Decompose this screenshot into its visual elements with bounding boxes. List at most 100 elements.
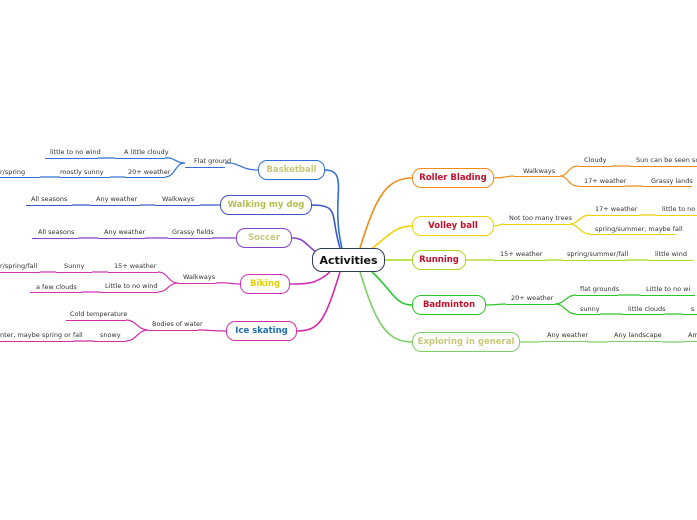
label-sc-grassy[interactable]: Grassy fields (172, 228, 214, 236)
underline (66, 320, 126, 322)
underline (622, 314, 665, 316)
underline (506, 304, 555, 306)
underline (682, 314, 697, 316)
label-bb-wind[interactable]: little to no wind (50, 148, 101, 156)
label-is-snowy[interactable]: snowy (100, 331, 121, 339)
label-rb-grassy[interactable]: Grassy lands (651, 177, 693, 185)
label-sc-weather[interactable]: Any weather (104, 228, 146, 236)
topic-soccer[interactable]: Soccer (236, 228, 292, 248)
label-wd-walkways[interactable]: Walkways (162, 195, 195, 203)
underline (640, 295, 695, 297)
underline (514, 176, 560, 178)
underline (148, 330, 198, 332)
underline (590, 215, 640, 217)
underline (576, 314, 600, 316)
label-vb-season[interactable]: spring/summer, maybe fall (595, 225, 683, 233)
underline (26, 205, 72, 207)
label-bk-wind[interactable]: Little to no wind (105, 282, 158, 290)
label-rn-15[interactable]: 15+ weather (500, 250, 543, 258)
link-rollerblading (359, 177, 413, 249)
label-bb-20[interactable]: 20+ weather (128, 168, 171, 176)
label-bd-flat[interactable]: flat grounds (580, 285, 620, 293)
label-bd-clouds[interactable]: little clouds (628, 305, 666, 313)
topic-iceskating[interactable]: Ice skating (226, 321, 297, 341)
label-bb-flat-ground[interactable]: Flat ground (194, 157, 232, 165)
label-rb-17[interactable]: 17+ weather (584, 177, 627, 185)
label-rb-cloudy[interactable]: Cloudy (584, 156, 607, 164)
underline (94, 341, 126, 343)
label-bd-s[interactable]: s (691, 305, 695, 313)
label-bd-sunny[interactable]: sunny (580, 305, 600, 313)
underline (590, 234, 676, 236)
underline (656, 215, 697, 217)
label-sc-seasons[interactable]: All seasons (38, 228, 75, 236)
link-exploring (359, 271, 413, 343)
label-vb-trees[interactable]: Not too many trees (509, 214, 572, 222)
central-topic[interactable]: Activities (312, 248, 385, 272)
link-biking (289, 271, 331, 285)
link-basketball (324, 169, 343, 249)
label-bb-cloudy[interactable]: A little cloudy (124, 148, 169, 156)
link-volleyball (369, 225, 413, 251)
label-rn-season[interactable]: spring/summer/fall (567, 250, 629, 258)
underline (541, 341, 588, 343)
label-vb-17[interactable]: 17+ weather (595, 205, 638, 213)
underline (60, 177, 110, 179)
label-is-season[interactable]: nter, maybe spring or fall (0, 331, 83, 339)
label-rn-wind[interactable]: little wind (655, 250, 687, 258)
label-bk-15[interactable]: 15+ weather (114, 262, 157, 270)
label-is-cold[interactable]: Cold temperature (70, 310, 128, 318)
label-bk-sunny[interactable]: Sunny (64, 262, 85, 270)
underline (0, 177, 40, 179)
label-wd-weather[interactable]: Any weather (96, 195, 138, 203)
underline (115, 158, 165, 160)
underline (168, 238, 212, 240)
label-wd-seasons[interactable]: All seasons (31, 195, 68, 203)
label-bd-20[interactable]: 20+ weather (511, 294, 554, 302)
label-ex-weather[interactable]: Any weather (547, 331, 589, 339)
label-is-water[interactable]: Bodies of water (152, 320, 203, 328)
underline (648, 260, 693, 262)
topic-basketball[interactable]: Basketball (258, 160, 325, 180)
underline (100, 292, 158, 294)
underline (155, 205, 200, 207)
underline (576, 295, 618, 297)
topic-walking[interactable]: Walking my dog (220, 195, 312, 215)
underline (98, 238, 145, 240)
label-rb-walkways[interactable]: Walkways (523, 167, 556, 175)
label-bb-season[interactable]: r/spring (0, 168, 26, 176)
topic-rollerblading[interactable]: Roller Blading (412, 168, 494, 188)
label-bk-season[interactable]: r/spring/fall (0, 262, 38, 270)
label-bd-wind[interactable]: Little to no wi (646, 285, 691, 293)
label-bb-sunny[interactable]: mostly sunny (60, 168, 104, 176)
underline (32, 238, 78, 240)
topic-running[interactable]: Running (412, 250, 466, 270)
label-ex-landscape[interactable]: Any landscape (614, 331, 662, 339)
underline (30, 292, 82, 294)
underline (630, 166, 697, 168)
label-rb-sun[interactable]: Sun can be seen some (636, 156, 697, 164)
label-ex-am[interactable]: Am (688, 331, 697, 339)
topic-biking[interactable]: Biking (240, 274, 290, 294)
underline (56, 272, 92, 274)
label-vb-wind[interactable]: little to no w (662, 205, 697, 213)
underline (0, 272, 40, 274)
label-bk-clouds[interactable]: a few clouds (36, 283, 77, 291)
underline (125, 177, 165, 179)
underline (0, 341, 74, 343)
topic-exploring[interactable]: Exploring in general (412, 332, 520, 352)
underline (578, 166, 612, 168)
link-iceskating (296, 271, 341, 332)
topic-volleyball[interactable]: Volley ball (412, 216, 494, 236)
underline (108, 272, 158, 274)
topic-badminton[interactable]: Badminton (412, 295, 486, 315)
underline (608, 341, 662, 343)
underline (642, 186, 692, 188)
underline (494, 260, 545, 262)
underline (578, 186, 625, 188)
label-bk-walkways[interactable]: Walkways (183, 273, 216, 281)
link-walking (311, 204, 341, 249)
underline (185, 167, 225, 169)
underline (90, 205, 140, 207)
